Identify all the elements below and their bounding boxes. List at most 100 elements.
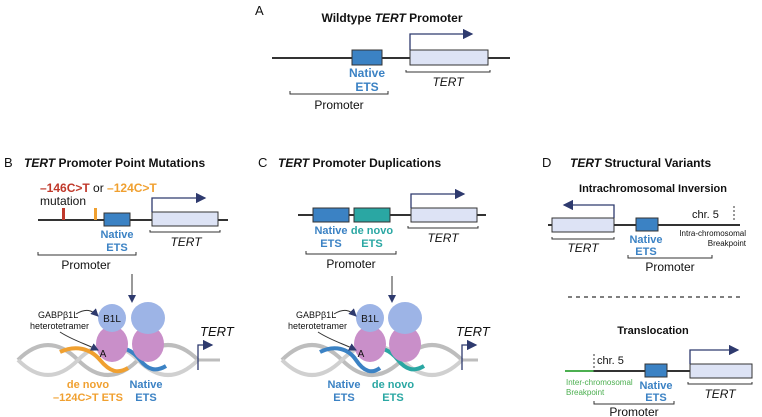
tss-arrow — [151, 192, 207, 212]
native-ets-box — [351, 49, 383, 66]
promoter-bracket — [593, 401, 675, 405]
tert-bracket — [405, 70, 491, 73]
tert-bracket — [407, 226, 479, 229]
tss-arrow — [409, 28, 474, 50]
chr5-label: chr. 5 — [692, 209, 719, 221]
native-bottom-label-2: ETS — [135, 392, 156, 404]
denovo-ets-box — [353, 207, 391, 223]
promoter-bracket — [305, 251, 397, 255]
native-ets-label-2: ETS — [106, 242, 127, 254]
inter-breakpoint-label-2: Breakpoint — [566, 388, 605, 397]
native-ets-box — [635, 217, 659, 232]
promoter-bracket — [289, 91, 389, 95]
gabp-label-2: heterotetramer — [30, 321, 89, 331]
tert-label: TERT — [704, 387, 737, 401]
promoter-label: Promoter — [314, 98, 363, 112]
protein-b1l-subunit-2 — [388, 302, 422, 334]
native-ets-label: Native — [100, 229, 133, 241]
native-ets-label: Native — [314, 225, 347, 237]
panel-a-title: Wildtype TERT Promoter — [321, 11, 462, 25]
panel-c-letter: C — [258, 155, 267, 170]
chr5-label: chr. 5 — [597, 355, 624, 367]
tert-bracket — [551, 237, 615, 240]
denovo-bottom-label: de novo — [372, 379, 414, 391]
protein-b1l-subunit — [356, 304, 384, 332]
denovo-label-2: –124C>T ETS — [53, 392, 123, 404]
panel-b: B TERT Promoter Point Mutations –146C>T … — [4, 155, 235, 404]
denovo-label: de novo — [67, 379, 109, 391]
native-ets-label-2: ETS — [355, 80, 378, 94]
gabp-pointer-2 — [317, 331, 357, 351]
tert-box-inverted — [551, 217, 615, 233]
mut-124-marker — [94, 208, 97, 220]
mutation-label: –146C>T or –124C>T — [40, 181, 157, 195]
panel-d: D TERT Structural Variants Intrachromoso… — [542, 155, 753, 417]
protein-b1l-subunit-2 — [131, 302, 165, 334]
gabp-protein — [354, 302, 422, 362]
gabp-pointer — [75, 308, 99, 317]
native-ets-box — [103, 212, 131, 227]
protein-a-subunit — [96, 326, 128, 362]
b1l-label: B1L — [103, 314, 121, 325]
tert-box — [151, 211, 219, 227]
tert-label: TERT — [170, 235, 203, 249]
tss-arrow-bottom — [461, 339, 478, 370]
b1l-label: B1L — [361, 314, 379, 325]
protein-a-subunit — [354, 326, 386, 362]
a-label: A — [358, 349, 365, 360]
translocation-title: Translocation — [617, 325, 689, 337]
native-ets-label-2: ETS — [320, 238, 341, 250]
native-ets-label: Native — [629, 234, 662, 246]
gabp-protein — [96, 302, 165, 362]
native-ets-box — [312, 207, 350, 223]
tert-box — [689, 363, 753, 379]
promoter-label: Promoter — [61, 258, 110, 272]
tert-label-bottom: TERT — [456, 324, 491, 339]
inter-breakpoint-label: Inter-chromosomal — [566, 378, 633, 387]
intra-breakpoint-label-2: Breakpoint — [708, 239, 747, 248]
tert-box — [409, 49, 489, 66]
tert-label: TERT — [432, 75, 465, 89]
denovo-ets-label: de novo — [351, 225, 393, 237]
native-ets-label-2: ETS — [645, 392, 666, 404]
a-label: A — [100, 349, 107, 360]
intra-breakpoint-label: Intra-chromosomal — [679, 229, 746, 238]
inversion-title: Intrachromosomal Inversion — [579, 183, 727, 195]
promoter-bracket — [627, 255, 713, 259]
tss-arrow-bottom — [197, 339, 214, 370]
tert-label: TERT — [427, 231, 460, 245]
panel-a-letter: A — [255, 3, 264, 18]
tert-label-bottom: TERT — [200, 324, 235, 339]
tert-bracket — [149, 230, 221, 233]
panel-c-title: TERT Promoter Duplications — [278, 156, 441, 170]
panel-a: A Wildtype TERT Promoter Native ETS TERT… — [255, 3, 510, 112]
native-bottom-label: Native — [327, 379, 360, 391]
native-ets-label-2: ETS — [635, 246, 656, 258]
native-ets-box — [644, 363, 668, 378]
mutation-word: mutation — [40, 194, 86, 208]
gabp-pointer-2 — [59, 331, 99, 351]
gabp-label: GABPβ1L — [38, 310, 78, 320]
tss-arrow-inverted — [562, 199, 615, 218]
protein-b1l-subunit — [98, 304, 126, 332]
gabp-label: GABPβ1L — [296, 310, 336, 320]
panel-c: C TERT Promoter Duplications Native ETS … — [258, 155, 491, 404]
tss-arrow — [410, 188, 466, 208]
protein-a-subunit-2 — [132, 326, 164, 362]
native-ets-label: Native — [639, 380, 672, 392]
native-bottom-label: Native — [129, 379, 162, 391]
tert-label: TERT — [567, 241, 600, 255]
native-bottom-label-2: ETS — [333, 392, 354, 404]
promoter-bracket — [37, 252, 137, 256]
panel-d-title: TERT Structural Variants — [570, 156, 711, 170]
panel-b-letter: B — [4, 155, 13, 170]
gabp-pointer — [333, 308, 357, 317]
promoter-label: Promoter — [609, 405, 658, 417]
protein-a-subunit-2 — [389, 326, 421, 362]
promoter-label: Promoter — [326, 257, 375, 271]
denovo-bottom-label-2: ETS — [382, 392, 403, 404]
mut-146-marker — [62, 208, 65, 220]
tert-box — [410, 207, 478, 223]
tss-arrow — [689, 344, 740, 364]
denovo-ets-label-2: ETS — [361, 238, 382, 250]
